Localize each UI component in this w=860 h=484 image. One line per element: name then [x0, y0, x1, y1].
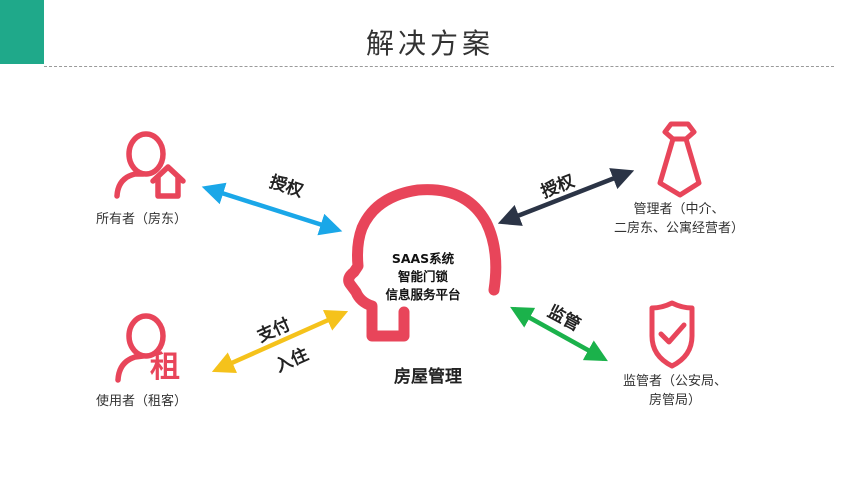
page-title: 解决方案 — [365, 27, 494, 60]
platform-description: SAAS系统 智能门锁 信息服务平台 — [368, 250, 478, 304]
supervisor-link-arrow — [510, 306, 608, 362]
supervisor-label-line-2: 房管局） — [648, 393, 701, 408]
platform-line-1: SAAS系统 — [391, 251, 455, 266]
title-divider — [44, 66, 834, 67]
header-accent-block — [0, 0, 44, 64]
manager-label-line-1: 管理者（中介、 — [633, 202, 725, 217]
owner-link-arrow — [201, 182, 343, 236]
supervisor-label-line-1: 监管者（公安局、 — [622, 374, 727, 389]
user-label: 使用者（租客） — [96, 394, 188, 409]
person-rent-icon — [115, 313, 166, 383]
platform-line-3: 信息服务平台 — [385, 287, 461, 302]
user-link-arrow — [211, 310, 349, 373]
manager-label-line-2: 二房东、公寓经营者） — [613, 221, 744, 236]
tie-icon — [657, 121, 702, 198]
head-neck-line — [366, 306, 410, 342]
rent-glyph: 租 — [150, 350, 180, 385]
center-caption: 房屋管理 — [394, 367, 462, 387]
head-profile-icon — [343, 184, 502, 332]
manager-label: 管理者（中介、 二房东、公寓经营者） — [604, 200, 754, 238]
supervisor-label: 监管者（公安局、 房管局） — [610, 372, 740, 410]
manager-link-arrow — [497, 168, 635, 226]
person-house-icon — [114, 131, 186, 199]
platform-line-2: 智能门锁 — [397, 269, 448, 284]
shield-check-icon — [649, 300, 695, 369]
owner-label: 所有者（房东） — [96, 212, 188, 227]
